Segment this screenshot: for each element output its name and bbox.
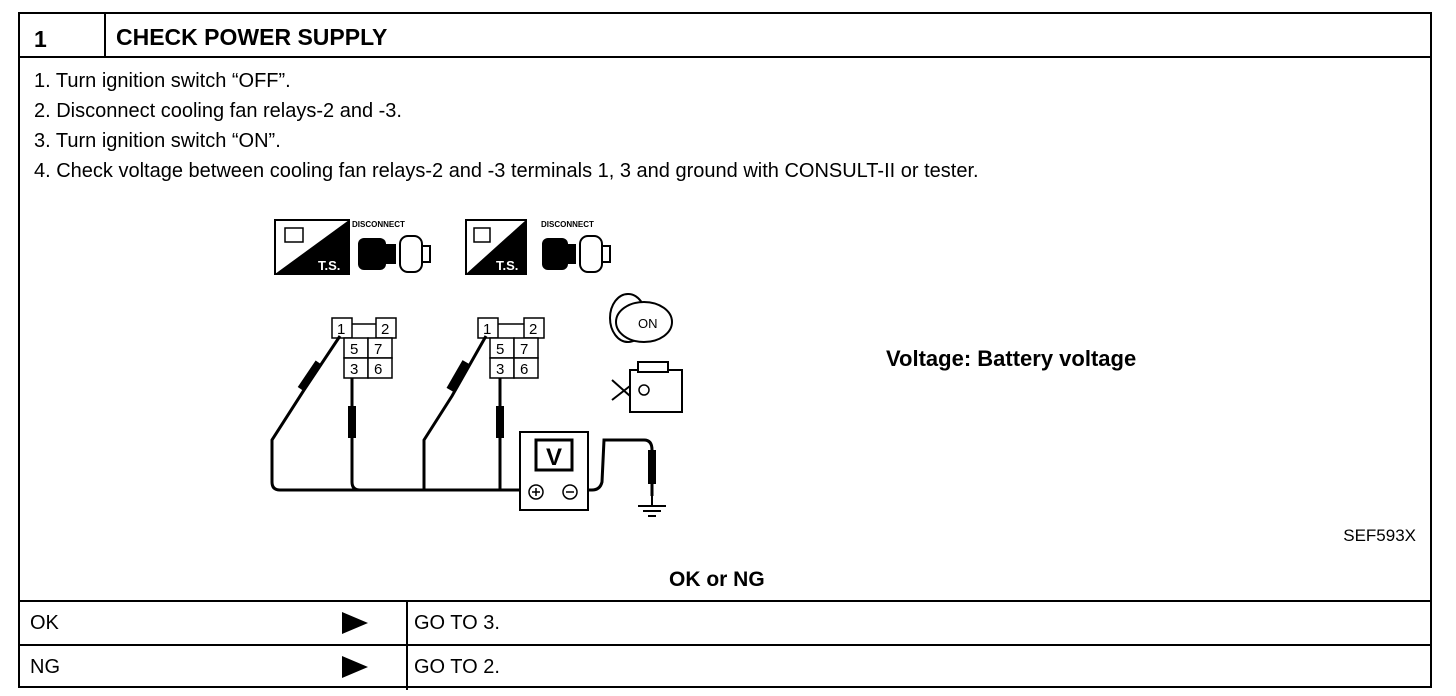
results-col-divider bbox=[406, 600, 408, 690]
meter-label: V bbox=[546, 444, 562, 471]
header-col-divider bbox=[104, 14, 106, 56]
disconnect-icon: DISCONNECT bbox=[541, 220, 611, 273]
result-ok-arrow-icon bbox=[342, 612, 368, 634]
instruction-1: 1. Turn ignition switch “OFF”. bbox=[34, 70, 291, 92]
decision-label: OK or NG bbox=[669, 568, 765, 591]
ts-icon: T.S. bbox=[465, 219, 527, 275]
disconnect-label: DISCONNECT bbox=[541, 220, 594, 229]
disconnect-label: DISCONNECT bbox=[352, 220, 405, 229]
result-ng-action: GO TO 2. bbox=[414, 656, 500, 678]
engine-icon bbox=[611, 361, 683, 413]
terminal-label: 6 bbox=[520, 361, 528, 378]
disconnect-icon: DISCONNECT bbox=[352, 220, 431, 273]
terminal-label: 5 bbox=[496, 341, 504, 358]
results-mid-divider bbox=[20, 644, 1430, 646]
terminal-label: 2 bbox=[381, 321, 389, 338]
relay-connector: 1 2 5 7 3 6 bbox=[477, 317, 545, 379]
step-number: 1 bbox=[34, 26, 47, 52]
terminal-label: 5 bbox=[350, 341, 358, 358]
diagnostic-step-table: 1 CHECK POWER SUPPLY 1. Turn ignition sw… bbox=[18, 12, 1432, 690]
results-top-divider bbox=[20, 600, 1430, 602]
instruction-3: 3. Turn ignition switch “ON”. bbox=[34, 130, 281, 152]
voltage-spec: Voltage: Battery voltage bbox=[886, 346, 1137, 371]
voltmeter-icon: V bbox=[519, 431, 589, 511]
figure-code: SEF593X bbox=[1343, 526, 1416, 545]
result-ng-label: NG bbox=[30, 656, 60, 678]
probe-tips bbox=[297, 360, 656, 484]
header-divider bbox=[20, 56, 1430, 58]
ignition-label: ON bbox=[638, 316, 658, 331]
ts-label: T.S. bbox=[318, 258, 340, 273]
ts-icon: T.S. bbox=[274, 219, 350, 275]
relay-connector: 1 2 5 7 3 6 bbox=[331, 317, 397, 379]
instruction-4: 4. Check voltage between cooling fan rel… bbox=[34, 160, 979, 182]
result-ok-action: GO TO 3. bbox=[414, 612, 500, 634]
terminal-label: 1 bbox=[337, 321, 345, 338]
ground-icon bbox=[638, 496, 666, 517]
wiring-diagram: T.S. DISCONNECT T.S. DISCONNECT ON bbox=[270, 219, 683, 517]
result-ng-arrow-icon bbox=[342, 656, 368, 678]
terminal-label: 2 bbox=[529, 321, 537, 338]
ts-label: T.S. bbox=[496, 258, 518, 273]
ignition-key-icon: ON bbox=[609, 293, 673, 343]
probe-wires bbox=[270, 335, 654, 496]
terminal-label: 7 bbox=[520, 341, 528, 358]
terminal-label: 6 bbox=[374, 361, 382, 378]
terminal-label: 3 bbox=[496, 361, 504, 378]
terminal-label: 1 bbox=[483, 321, 491, 338]
step-title: CHECK POWER SUPPLY bbox=[116, 24, 388, 50]
terminal-label: 7 bbox=[374, 341, 382, 358]
instruction-2: 2. Disconnect cooling fan relays-2 and -… bbox=[34, 100, 402, 122]
terminal-label: 3 bbox=[350, 361, 358, 378]
result-ok-label: OK bbox=[30, 612, 59, 634]
